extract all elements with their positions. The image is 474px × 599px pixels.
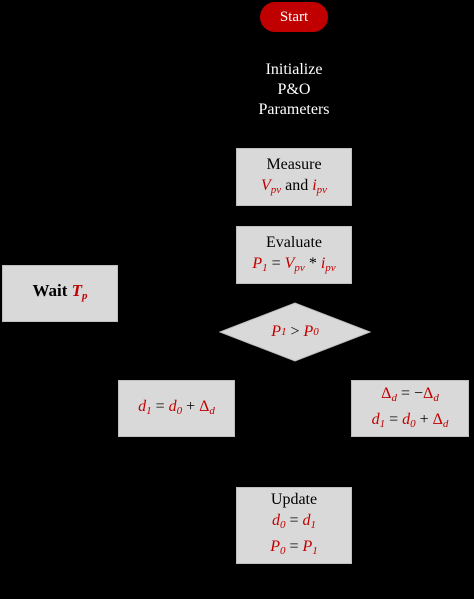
d1-symbol: d [302, 512, 311, 529]
initialize-step: Initialize P&O Parameters [236, 60, 352, 120]
multiply-sign: * [304, 254, 321, 272]
p1-symbol: P [302, 538, 313, 555]
d1-subscript: 1 [310, 519, 317, 531]
p1-subscript: 1 [280, 326, 287, 338]
d0-symbol: d [271, 512, 280, 529]
delta-subscript: d [391, 391, 397, 404]
reverse-step-line: Δd = −Δd [381, 383, 439, 409]
p0-symbol: P [303, 323, 314, 340]
delta-symbol: Δ [381, 384, 392, 402]
plus-sign: + [415, 410, 433, 428]
period-subscript: p [82, 290, 88, 302]
delta-subscript: d [433, 391, 439, 404]
current-symbol: i [312, 176, 317, 194]
p0-subscript: 0 [313, 326, 319, 338]
evaluate-step: Evaluate P1 = Vpv * ipv [236, 226, 352, 284]
d1-symbol: d [138, 397, 147, 415]
init-line-1: Initialize [265, 61, 323, 78]
current-symbol: i [320, 254, 326, 272]
d1-symbol: d [371, 410, 380, 428]
wait-step: Wait Tp [2, 265, 118, 322]
p1-symbol: P [271, 323, 281, 340]
reverse-step-block: Δd = −Δd d1 = d0 + Δd [351, 380, 469, 437]
init-line-3: Parameters [258, 101, 330, 118]
power-subscript: 1 [262, 261, 268, 274]
duty-update-line: d1 = d0 + Δd [372, 409, 449, 435]
equals-sign: = [285, 512, 303, 529]
update-title: Update [270, 491, 318, 508]
measure-title: Measure [266, 155, 322, 173]
d0-symbol: d [168, 397, 177, 415]
negate-sign: = − [396, 384, 424, 402]
voltage-subscript: pv [294, 261, 305, 274]
voltage-subscript: pv [270, 183, 282, 196]
voltage-symbol: V [260, 176, 271, 194]
d1-subscript: 1 [146, 404, 152, 417]
period-symbol: T [71, 281, 83, 300]
greater-than-sign: > [286, 323, 304, 340]
current-subscript: pv [325, 261, 336, 274]
delta-symbol: Δ [432, 410, 443, 428]
d0-symbol: d [402, 410, 411, 428]
equals-sign: = [151, 397, 169, 415]
update-duty-line: d0 = d1 [272, 510, 316, 536]
delta-symbol: Δ [423, 384, 434, 402]
equals-sign: = [267, 254, 285, 272]
measure-and: and [285, 176, 309, 194]
equals-sign: = [285, 538, 303, 555]
current-subscript: pv [316, 183, 328, 196]
evaluate-formula: P1 = Vpv * ipv [252, 253, 335, 279]
increment-duty-step: d1 = d0 + Δd [118, 380, 235, 437]
start-terminal: Start [260, 2, 328, 32]
plus-sign: + [182, 397, 200, 415]
evaluate-title: Evaluate [266, 233, 322, 251]
start-label: Start [279, 8, 309, 25]
delta-subscript: d [209, 404, 215, 417]
d1-subscript: 1 [379, 417, 386, 430]
update-power-line: P0 = P1 [270, 536, 318, 562]
wait-label: Wait [32, 281, 68, 300]
d0-subscript: 0 [176, 404, 183, 417]
update-step: Update d0 = d1 P0 = P1 [236, 487, 352, 564]
init-line-2: P&O [277, 81, 311, 98]
delta-symbol: Δ [199, 397, 210, 415]
d0-subscript: 0 [279, 519, 286, 531]
measure-step: Measure Vpv and ipv [236, 148, 352, 206]
power-symbol: P [252, 254, 263, 272]
equals-sign: = [385, 410, 403, 428]
p0-symbol: P [270, 538, 280, 555]
voltage-symbol: V [284, 254, 295, 272]
delta-subscript: d [442, 417, 449, 430]
p1-subscript: 1 [312, 545, 318, 557]
measure-formula: Vpv and ipv [261, 175, 327, 201]
p0-subscript: 0 [279, 545, 286, 557]
d0-subscript: 0 [410, 417, 416, 430]
